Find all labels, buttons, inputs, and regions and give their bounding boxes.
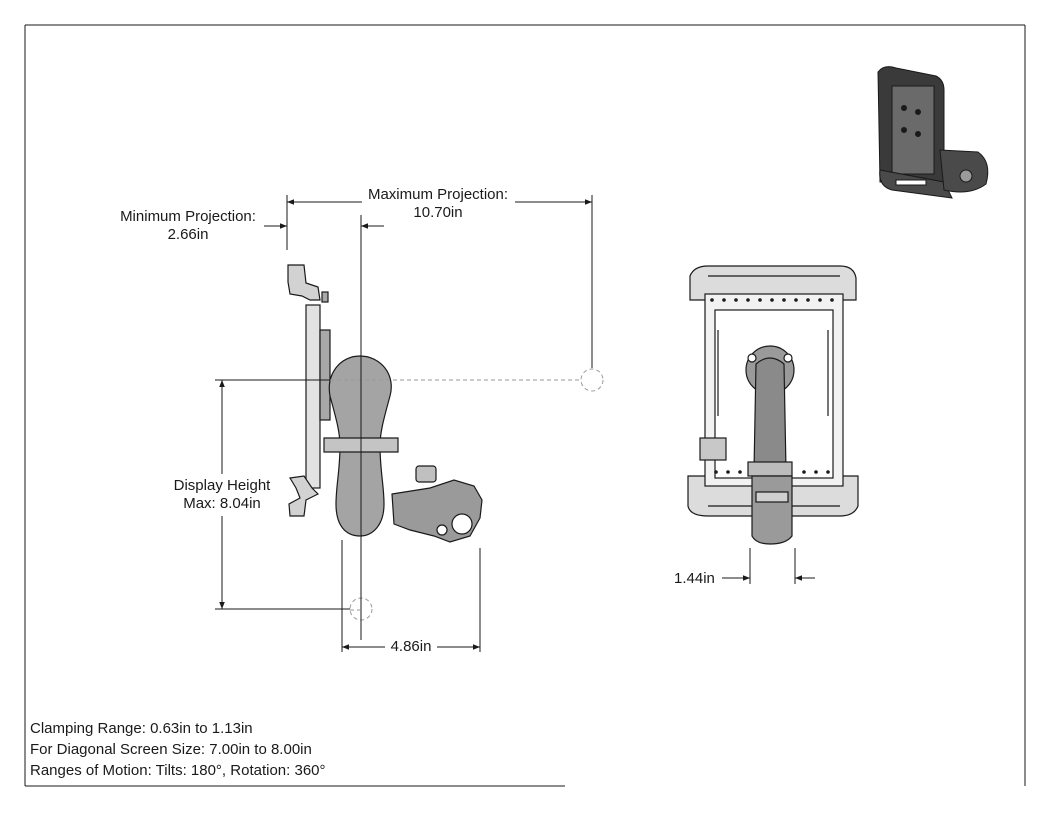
- display-height-label: Display Height Max: 8.04in: [173, 477, 271, 512]
- clamp-offset-label: 4.86in: [390, 638, 432, 655]
- front-width-label: 1.44in: [674, 570, 715, 587]
- clamping-range-note: Clamping Range: 0.63in to 1.13in: [30, 720, 253, 737]
- screen-size-note: For Diagonal Screen Size: 7.00in to 8.00…: [30, 741, 312, 758]
- max-projection-label: Maximum Projection: 10.70in: [367, 186, 509, 221]
- drawing-frame: [24, 24, 1026, 787]
- side-view-mount: [287, 264, 483, 543]
- front-view-holes: [710, 298, 834, 474]
- isometric-thumbnail: [877, 66, 989, 199]
- front-view-mount: [687, 265, 859, 545]
- motion-range-note: Ranges of Motion: Tilts: 180°, Rotation:…: [30, 762, 326, 779]
- min-projection-label: Minimum Projection: 2.66in: [120, 208, 256, 243]
- spec-notes: Clamping Range: 0.63in to 1.13in For Dia…: [30, 718, 326, 781]
- dimension-lines: [215, 195, 815, 652]
